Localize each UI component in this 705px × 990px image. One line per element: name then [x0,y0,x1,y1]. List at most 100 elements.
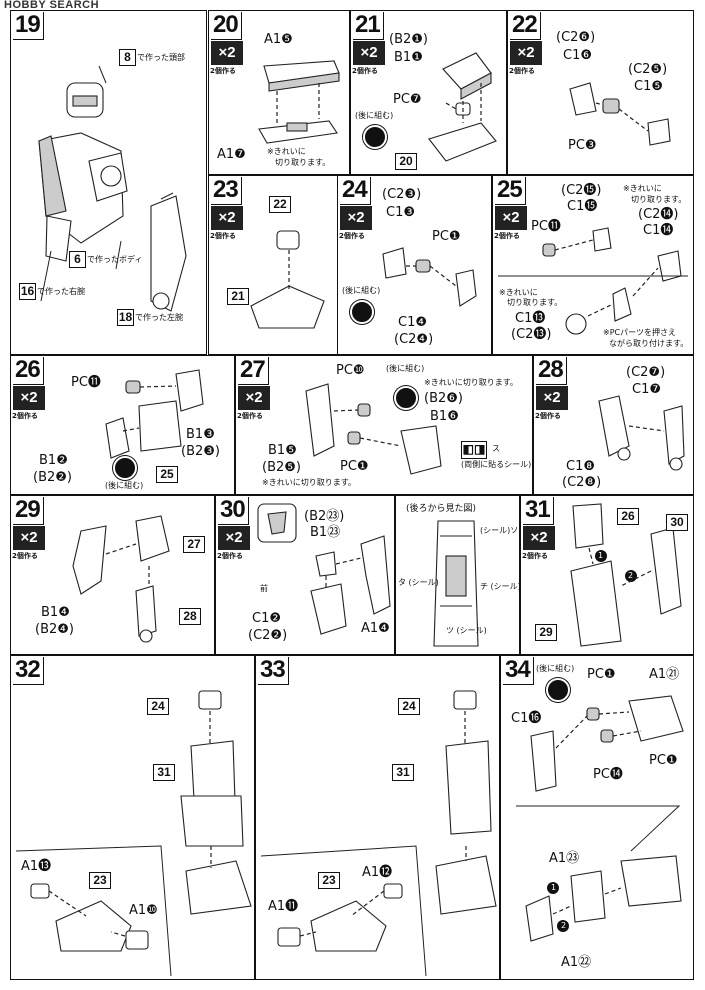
step-number: 33 [258,657,289,685]
step-number: 24 [340,177,371,205]
step-19-head-label: で作った頭部 [137,53,185,62]
part-label: C1⓮ [643,223,674,238]
part-label: PC❿ [336,363,365,378]
part-label: (C2❽) [562,475,602,490]
step-20-illustration [258,60,340,144]
ref-step-box: 24 [147,698,169,715]
step-30-panel: 30 ×2 2個作る (B2㉓) B1㉓ 前 C1❷ (C2❷) A1❹ [215,495,395,655]
make-two-label: 2個作る [535,412,561,420]
step-24-illustration [382,247,477,307]
part-label: PC⓮ [593,767,623,782]
make-two-label: 2個作る [217,552,243,560]
step-number: 21 [353,12,384,40]
step-27-illustration [305,383,442,475]
part-label: C1❻ [563,48,593,63]
part-label: B1❸ [186,427,215,442]
part-label: B1❷ [39,453,68,468]
seal-label: チ (シール) [480,582,520,591]
ref-step-box: 8 [119,49,136,66]
make-two-label: 2個作る [237,412,263,420]
ref-step-box: 22 [269,196,291,213]
seal-label: (シール)ソ [480,526,519,535]
combine-later-icon [546,678,570,702]
step-32-illustration [15,690,252,977]
step-number: 23 [211,177,242,205]
part-label: C1❽ [566,459,596,474]
step-20-panel: 20 ×2 2個作る A1❺ A1❼ ※きれいに 切り取ります。 [208,10,350,175]
part-label: (B2❺) [262,460,301,475]
ref-step-box: 31 [153,764,175,781]
part-label: C1⓯ [567,199,598,214]
make-two-label: 2個作る [522,552,548,560]
step-number: 30 [218,497,249,525]
part-label: (B2❸) [181,444,220,459]
make-two-label: 2個作る [210,67,236,75]
make-two-badge: ×2 [211,206,243,230]
part-label: (B2❶) [389,32,428,47]
part-label: PC⓫ [531,219,561,234]
step-number: 19 [13,12,44,40]
seal-label: ツ (シール) [446,626,487,635]
step-19-panel: 19 8 で作った頭部 6 で作ったボディ 16 で作った右腕 18 で作った左… [10,10,207,355]
rear-view-illustration [433,520,479,647]
part-label: C1⓰ [511,711,542,726]
step-28-panel: 28 ×2 2個作る (C2❼) C1❼ C1❽ (C2❽) [533,355,694,495]
part-label: B1❺ [268,443,297,458]
ref-step-box: 25 [156,466,178,483]
part-label: B1㉓ [310,525,341,540]
make-two-badge: ×2 [495,206,527,230]
make-two-label: 2個作る [210,232,236,240]
part-label: A1㉑ [649,667,680,682]
make-two-label: 2個作る [339,232,365,240]
part-label: C1⓭ [515,311,546,326]
make-two-label: 2個作る [12,412,38,420]
cut-note: 切り取ります。 [507,298,563,307]
make-two-badge: ×2 [523,526,555,550]
part-label: C1❺ [634,79,664,94]
cut-note: 切り取ります。 [631,195,687,204]
step-29-illustration [72,515,170,643]
front-indicator: 前 [260,584,268,593]
step-number: 25 [495,177,526,205]
make-two-badge: ×2 [536,386,568,410]
make-two-badge: ×2 [211,41,243,65]
part-label: B1❶ [394,50,423,65]
step-22-illustration [569,82,671,146]
part-label: A1❹ [361,621,390,636]
step-23-illustration [250,230,325,329]
ref-step-box: 31 [392,764,414,781]
make-two-badge: ×2 [238,386,270,410]
cut-note: ※きれいに [267,147,306,156]
ref-step-box: 30 [666,514,688,531]
part-label: (C2❹) [394,332,434,347]
part-label: PC⓫ [71,375,101,390]
part-label: (C2❷) [248,628,288,643]
combine-later-note: (後に組む) [342,286,381,295]
seal-label: ス [492,444,500,453]
cut-note: 切り取ります。 [275,158,331,167]
step-28-illustration [598,395,685,471]
combine-later-note: (後に組む) [105,481,144,490]
step-19-body-label: で作ったボディ [87,255,143,264]
ref-step-box: 23 [89,872,111,889]
part-label: C1❼ [632,382,662,397]
part-label: C1❷ [252,611,282,626]
step-30-illustration [257,503,391,635]
ref-step-box: 24 [398,698,420,715]
step-number: 26 [13,357,44,385]
cut-note: ※きれいに切り取ります。 [262,478,356,487]
make-two-badge: ×2 [13,386,45,410]
ref-step-box: 27 [183,536,205,553]
pc-note: ※PCパーツを押さえ [603,328,676,337]
cut-note: ※きれいに [623,184,662,193]
step-34-illustration [516,695,684,942]
part-label: (B2❹) [35,622,74,637]
part-label: A1❼ [217,147,246,162]
make-two-label: 2個作る [494,232,520,240]
step-34-panel: 34 (後に組む) PC❶ A1㉑ C1⓰ PC❶ PC⓮ A1㉓ A1㉒ 1 … [500,655,694,980]
seal-note: (両側に貼るシール) [461,460,532,469]
step-number: 28 [536,357,567,385]
part-label: C1❹ [398,315,428,330]
step-26-panel: 26 ×2 2個作る PC⓫ B1❸ (B2❸) B1❷ (B2❷) (後に組む… [10,355,235,495]
ref-step-box: 18 [117,309,134,326]
